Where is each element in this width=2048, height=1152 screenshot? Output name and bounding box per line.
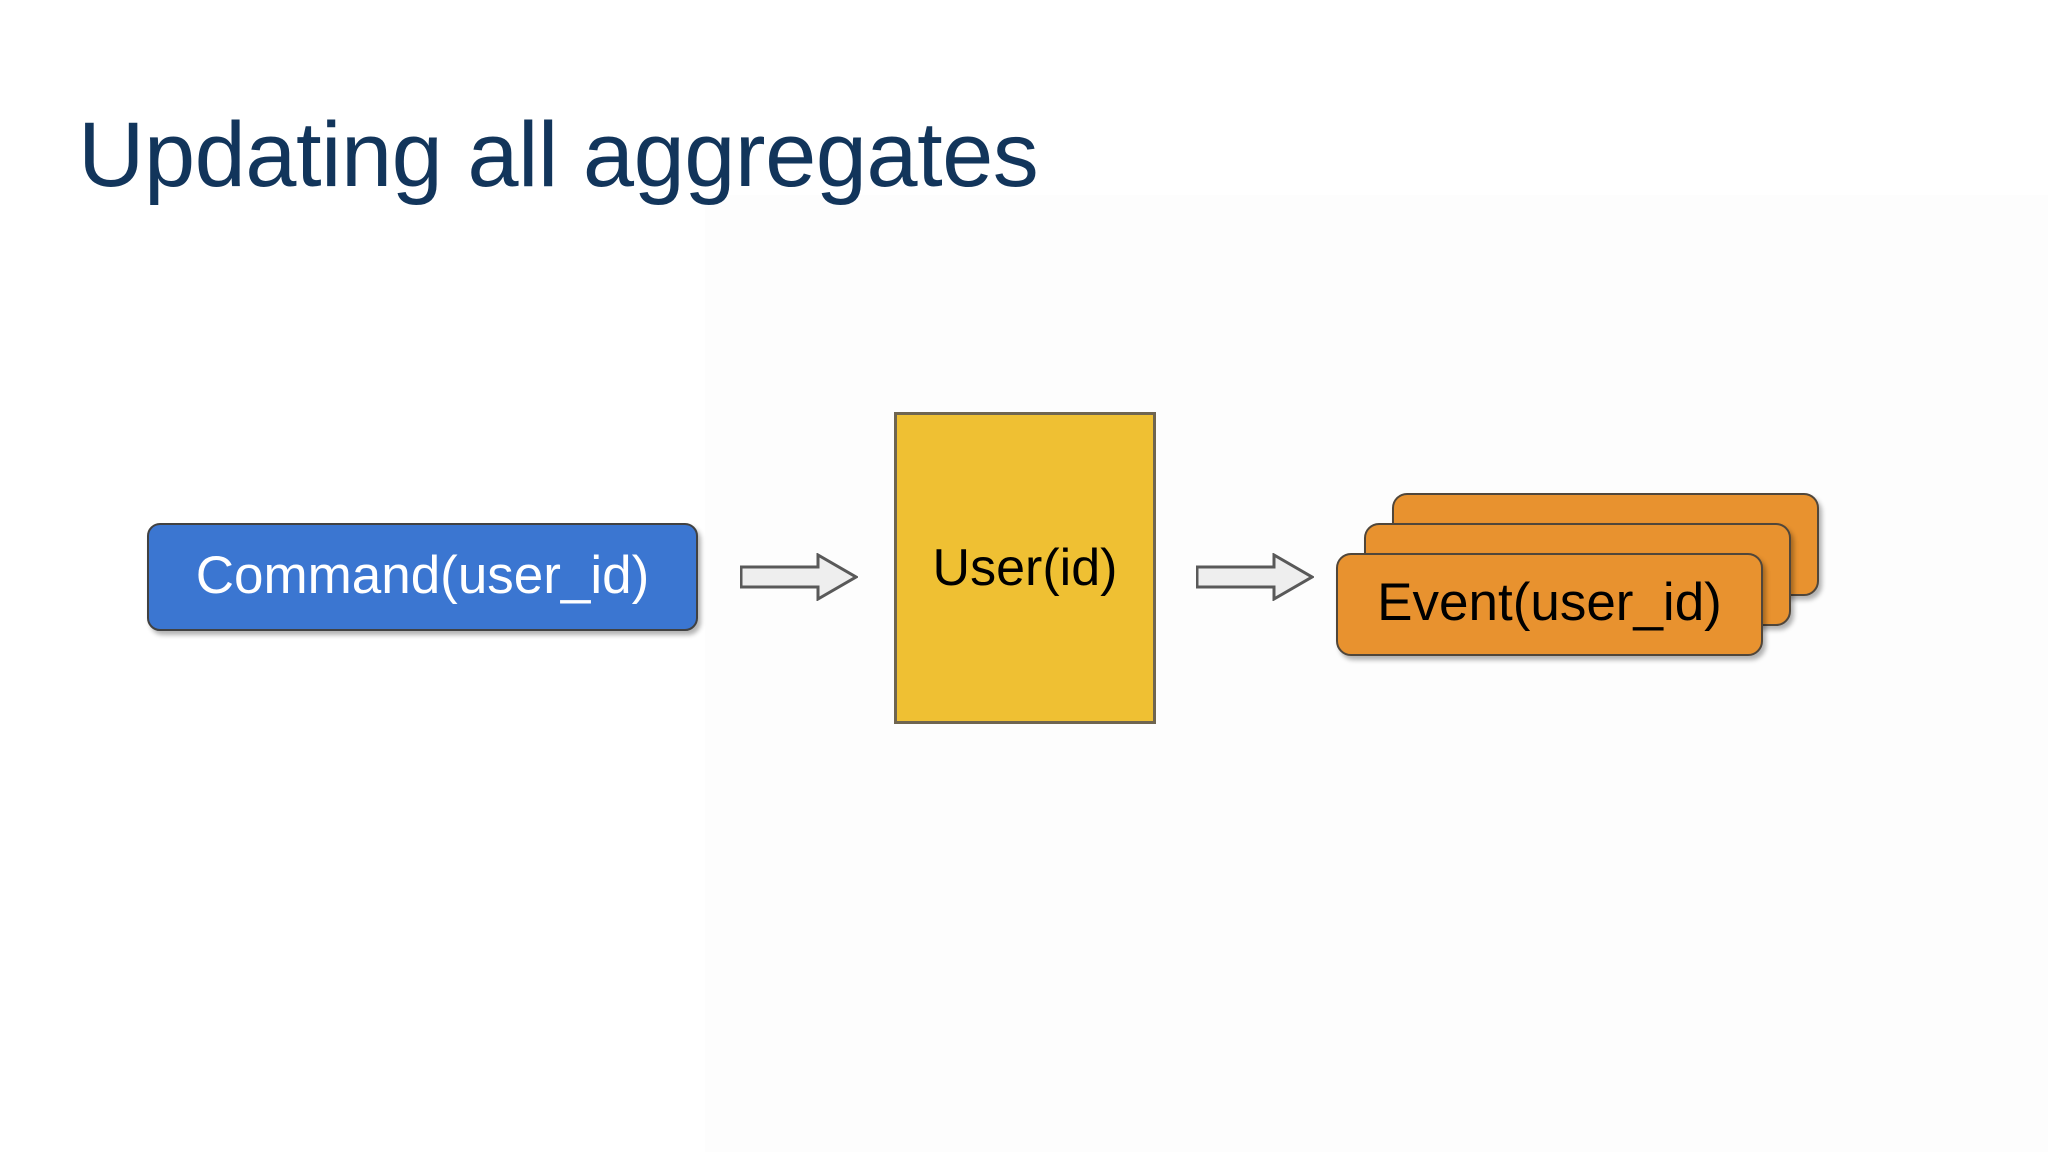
diagram-node-user[interactable]: User(id) bbox=[894, 412, 1156, 724]
diagram-node-events-label: Event(user_id) bbox=[1377, 573, 1722, 632]
diagram-node-user-label: User(id) bbox=[932, 539, 1118, 597]
block-arrow-icon bbox=[1195, 552, 1315, 602]
block-arrow-icon bbox=[739, 552, 859, 602]
diagram-node-command-label: Command(user_id) bbox=[195, 545, 650, 605]
page-title: Updating all aggregates bbox=[78, 103, 1039, 206]
arrow-user-to-events bbox=[1195, 552, 1315, 602]
arrow-command-to-user bbox=[739, 552, 859, 602]
diagram-node-command[interactable]: Command(user_id) bbox=[147, 523, 698, 631]
diagram-node-events-stack[interactable]: Event(user_id) bbox=[1336, 493, 1826, 668]
event-card-front[interactable]: Event(user_id) bbox=[1336, 553, 1763, 656]
